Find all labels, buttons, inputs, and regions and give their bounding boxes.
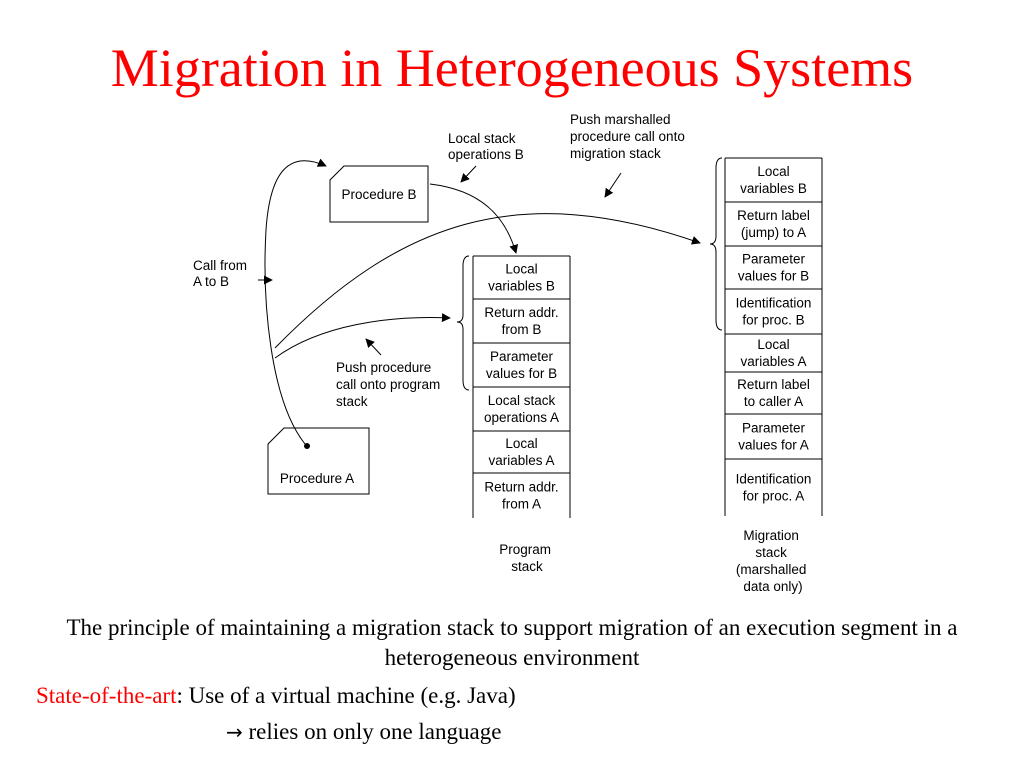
state-of-the-art-label: State-of-the-art	[36, 683, 177, 708]
procedure-b-label: Procedure B	[341, 187, 416, 202]
procedure-a-box	[267, 427, 370, 495]
relies-text: relies on only one language	[242, 719, 502, 744]
program-stack-caption: Program stack	[499, 542, 555, 574]
state-of-the-art-line: State-of-the-art: Use of a virtual machi…	[36, 681, 516, 711]
migration-stack-caption: Migration stack (marshalled data only)	[736, 528, 810, 594]
slide-title: Migration in Heterogeneous Systems	[110, 38, 914, 98]
call-label: Call from A to B	[193, 258, 251, 289]
local-stack-pointer	[460, 165, 477, 183]
migration-stack-cell-2: Return label(jump) to A	[737, 208, 810, 240]
program-stack-brace	[456, 255, 470, 391]
push-procedure-pointer	[365, 338, 382, 356]
slide-caption: The principle of maintaining a migration…	[66, 615, 958, 670]
call-point-dot	[304, 443, 310, 449]
migration-stack-brace	[709, 157, 723, 331]
state-of-the-art-text: : Use of a virtual machine (e.g. Java)	[176, 683, 516, 708]
relies-line: → relies on only one language	[226, 717, 501, 747]
procedure-a-label: Procedure A	[280, 471, 354, 486]
push-procedure-label: Push procedure call onto program stack	[336, 360, 444, 409]
program-stack-arrow	[274, 313, 451, 359]
migration-stack-arrow	[274, 213, 701, 349]
push-marshalled-label: Push marshalled procedure call onto migr…	[570, 112, 689, 161]
local-stack-label: Local stack operations B	[448, 131, 524, 162]
right-arrow-icon: →	[226, 720, 243, 744]
program-stack-cell-2: Return addr.from B	[484, 305, 558, 337]
proc-b-to-stack-arrow	[429, 183, 519, 254]
program-stack-cell-6: Return addr.from A	[484, 480, 558, 512]
procedure-b-box	[329, 165, 429, 223]
push-marshalled-pointer	[604, 172, 622, 198]
call-loop-arrow	[264, 158, 327, 445]
